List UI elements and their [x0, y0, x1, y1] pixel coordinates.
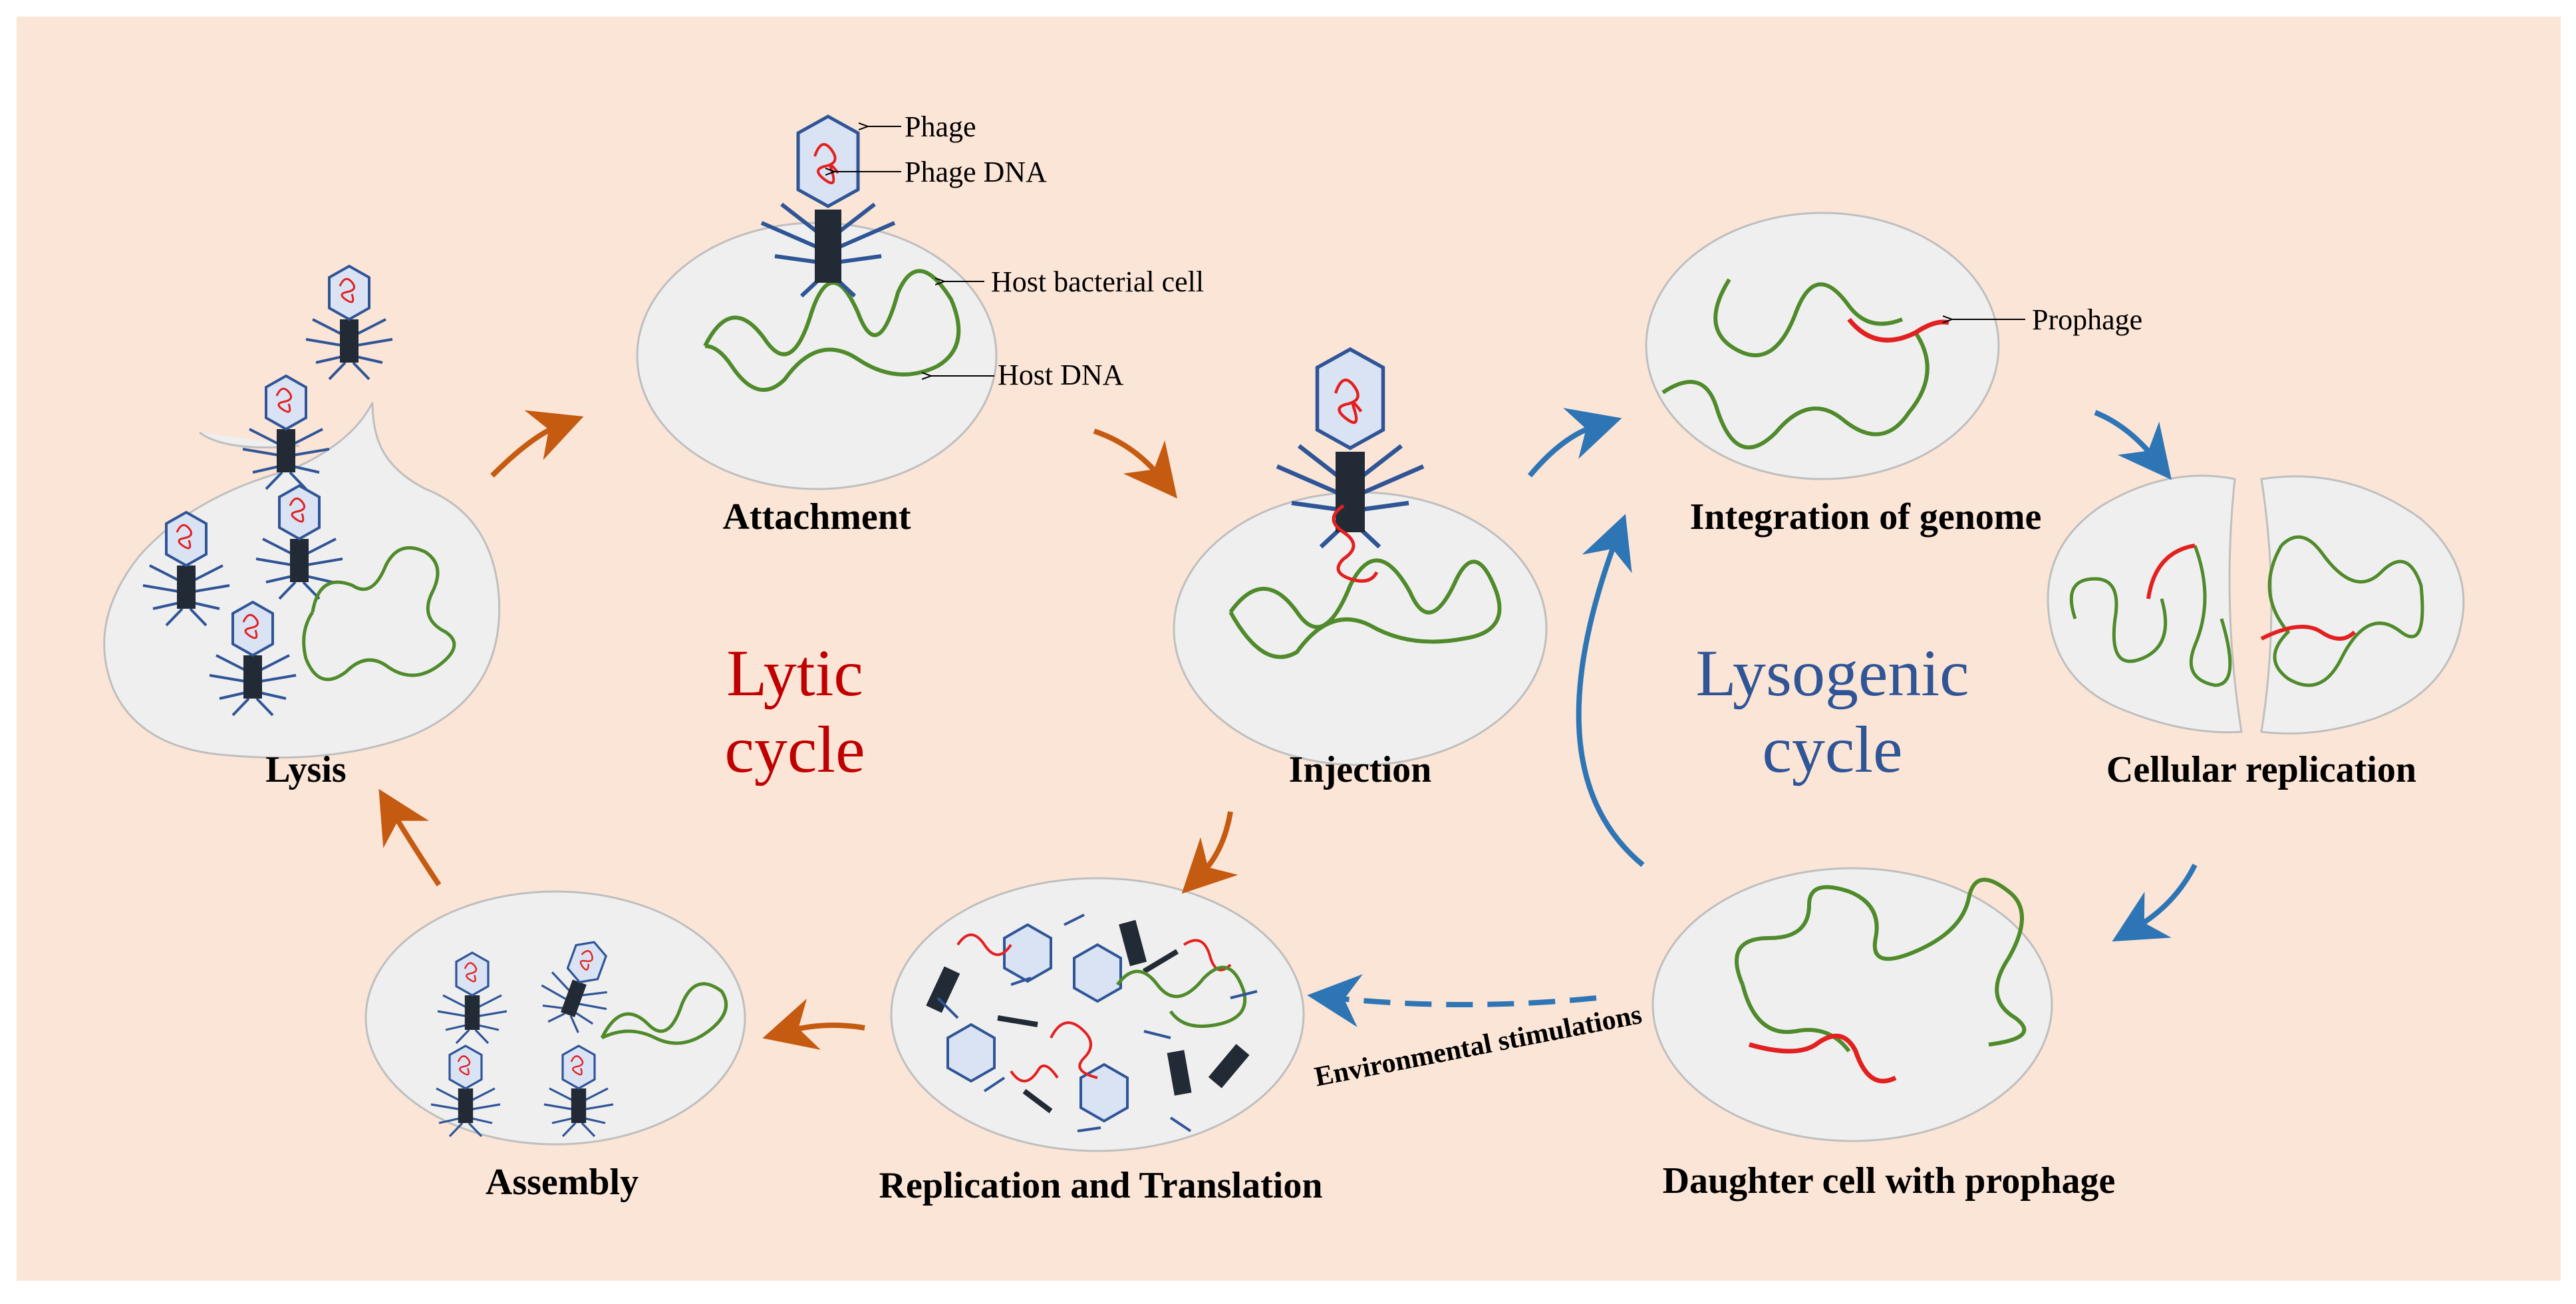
prophage-right [2260, 625, 2357, 641]
daughter-stage [1651, 867, 2053, 1142]
label-injection: Injection [1289, 749, 1432, 790]
injected-phage-dna [1332, 504, 1379, 583]
cellular-replication-stage [2047, 474, 2465, 734]
lysogenic-arrows [1307, 408, 2198, 1027]
arrow-injection-to-replication [1181, 811, 1238, 894]
callout-phage-dna: Phage DNA [905, 156, 1047, 188]
capsid-2 [1073, 943, 1122, 1003]
fiber-2 [1142, 949, 1179, 974]
host-dna-attachment [703, 269, 961, 392]
fiber-3 [1022, 1088, 1053, 1114]
label-lysis: Lysis [265, 749, 346, 790]
arrow-replication-to-assembly [762, 998, 865, 1051]
replicated-dna-1 [956, 933, 1012, 956]
arrow-daughter-to-integration [1576, 514, 1645, 868]
arrow-lysis-to-attachment [490, 410, 584, 478]
arrow-cellular-to-daughter [2112, 864, 2198, 942]
replicated-dna-4 [1010, 1064, 1059, 1082]
prophage-left [2146, 544, 2196, 599]
lytic-arrows [378, 410, 1238, 1051]
label-cellular-replication: Cellular replication [2106, 749, 2416, 790]
capsid-1 [1003, 923, 1052, 983]
lytic-title-line1: Lytic [726, 636, 863, 710]
tail-part-4 [1208, 1044, 1250, 1088]
tail-part-2 [1119, 919, 1147, 967]
tail-part-1 [926, 966, 960, 1013]
host-dna-injection [1228, 558, 1502, 659]
host-cell-integration [1645, 212, 2000, 480]
attachment-stage [636, 116, 998, 490]
host-cell-replication [890, 877, 1305, 1152]
arrow-environmental-dashed [1307, 974, 1597, 1027]
arrow-integration-to-cellular [2094, 410, 2172, 480]
prophage-integrated [1847, 317, 1949, 343]
arrow-assembly-to-lysis [378, 788, 442, 887]
replication-stage [890, 877, 1305, 1152]
label-assembly: Assembly [486, 1162, 639, 1203]
fiber-1 [997, 1015, 1038, 1027]
arrow-attachment-to-injection [1093, 428, 1177, 499]
callout-host-dna: Host DNA [998, 359, 1124, 391]
free-fibers [936, 913, 1258, 1132]
arrow-injection-to-integration [1527, 408, 1622, 478]
host-dna-assembly [600, 982, 728, 1045]
tail-part-3 [1167, 1050, 1192, 1096]
label-replication-translation: Replication and Translation [879, 1165, 1323, 1206]
capsid-4 [1079, 1062, 1129, 1123]
replicated-dna-2 [1050, 1021, 1098, 1079]
label-attachment: Attachment [722, 496, 911, 538]
host-dna-integration [1661, 278, 1930, 450]
assembly-stage [364, 890, 746, 1146]
host-dna-left [2069, 545, 2232, 687]
replicated-dna-3 [1183, 939, 1232, 971]
host-dna-lysis [302, 546, 456, 681]
host-dna-right [2267, 535, 2424, 687]
lysis-stage [103, 265, 501, 759]
prophage-daughter [1749, 1033, 1897, 1084]
lysogenic-title-line2: cycle [1763, 713, 1903, 786]
callouts: Phage Phage DNA Host bacterial cell Host… [835, 110, 1204, 391]
daughter-cell [1651, 867, 2053, 1142]
label-daughter: Daughter cell with prophage [1663, 1160, 2116, 1202]
injection-stage [1173, 349, 1548, 766]
lysogenic-title-line1: Lysogenic [1695, 636, 1969, 710]
callout-prophage: Prophage [2032, 303, 2142, 336]
callout-host-cell: Host bacterial cell [991, 265, 1204, 298]
callout-phage: Phage [905, 110, 976, 143]
capsid-3 [946, 1023, 996, 1083]
lytic-title-line2: cycle [725, 713, 865, 786]
host-dna-replication [1116, 965, 1247, 1028]
label-integration: Integration of genome [1690, 496, 2042, 538]
integration-stage [1645, 212, 2000, 480]
